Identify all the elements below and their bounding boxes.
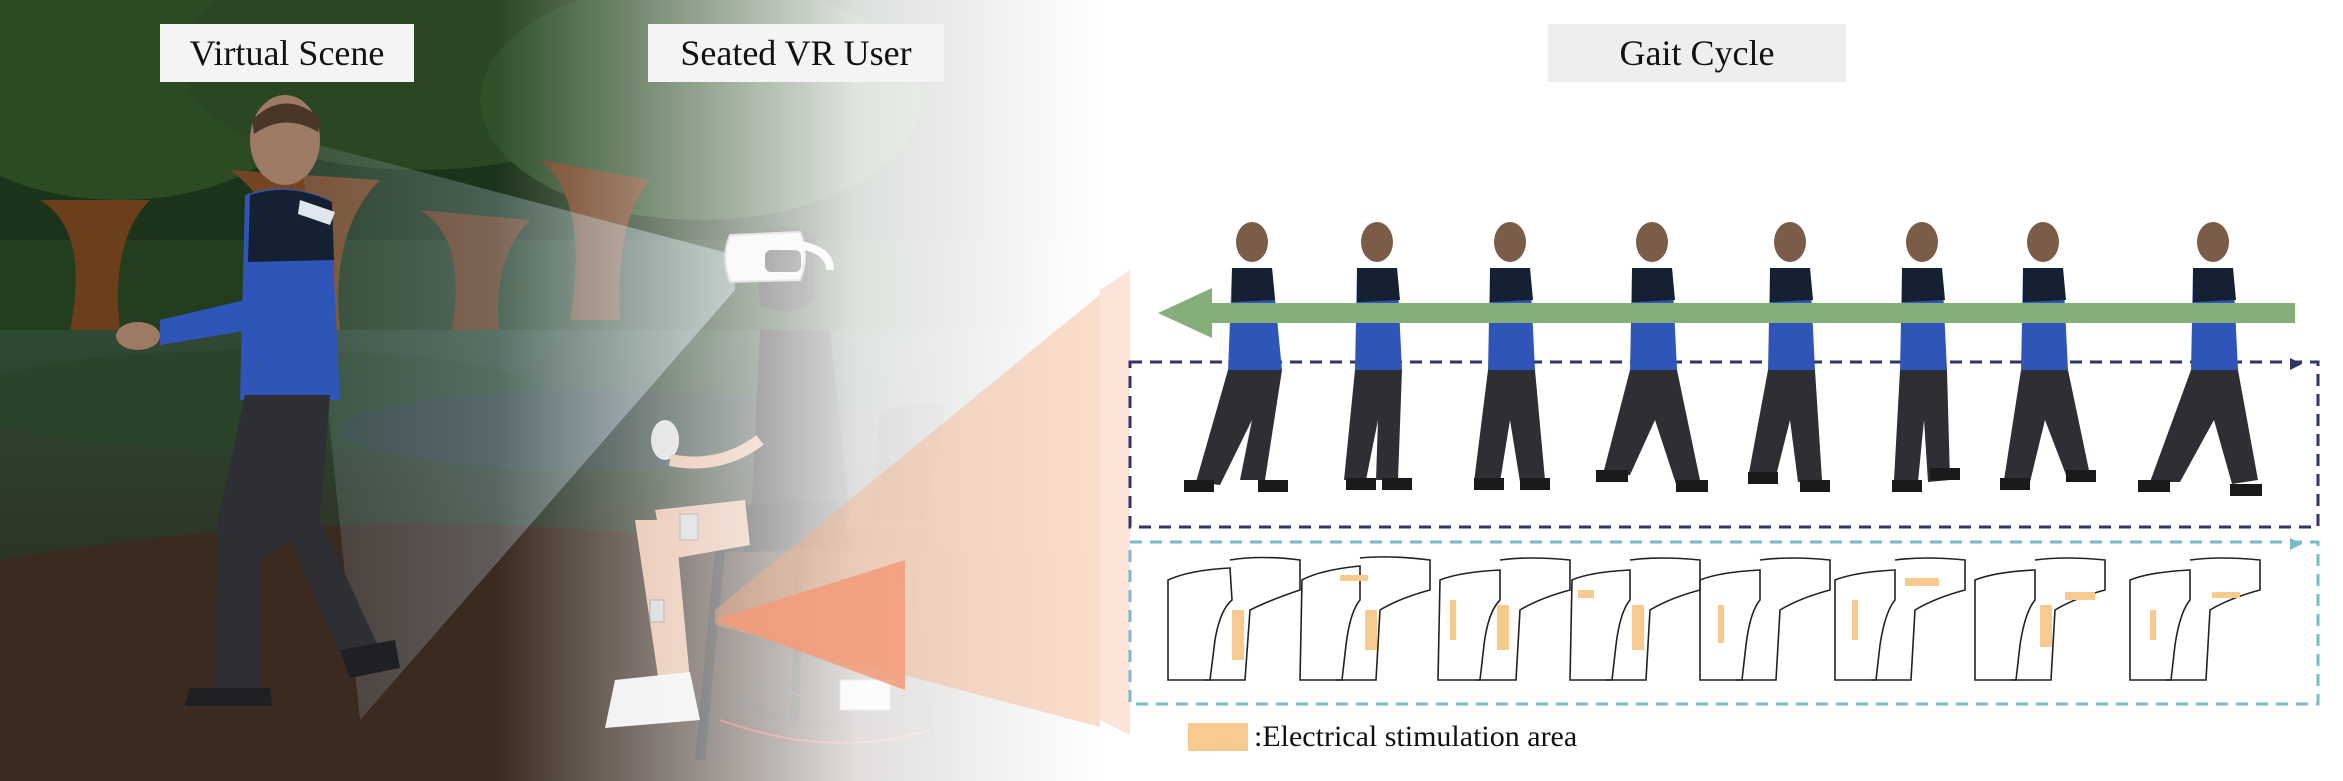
leg-frame-1 [1167,556,1301,681]
virtual-scene-title: Virtual Scene [160,24,414,82]
walking-figure-8 [2138,222,2262,496]
leg-frame-5 [1699,557,1831,681]
walking-figure-3 [1474,222,1550,490]
stimulation-box [1128,540,2320,706]
walking-figure-2 [1344,222,1412,490]
leg-outlines [1167,556,2261,681]
walking-figure-5 [1748,222,1830,492]
legend: :Electrical stimulation area [1188,720,1577,754]
walking-direction-arrow-shaft [1210,303,2295,323]
leg-frame-3 [1437,557,1571,681]
gait-cycle-diagram [1100,222,2320,735]
stimulation-arrow [715,560,905,690]
seated-vr-user-title: Seated VR User [648,24,944,82]
scene-panel [0,0,1100,781]
fade-overlay [0,0,1100,781]
leg-frame-2 [1299,556,1431,681]
walking-direction-arrow-head [1158,288,1212,338]
leg-frame-4 [1569,557,1701,681]
leg-frame-7 [1974,557,2106,681]
walking-figure-1 [1184,222,1288,492]
legend-swatch [1188,723,1248,751]
walking-figure-6 [1892,222,1960,492]
gait-figures-box [1128,360,2320,529]
walking-figure-4 [1596,222,1708,492]
gait-cycle-title: Gait Cycle [1548,24,1846,82]
legend-label: :Electrical stimulation area [1254,720,1578,753]
scene-illustration [0,0,1100,781]
leg-frame-6 [1834,557,1966,681]
walking-figure-7 [2000,222,2096,490]
leg-frame-8 [2129,557,2261,681]
